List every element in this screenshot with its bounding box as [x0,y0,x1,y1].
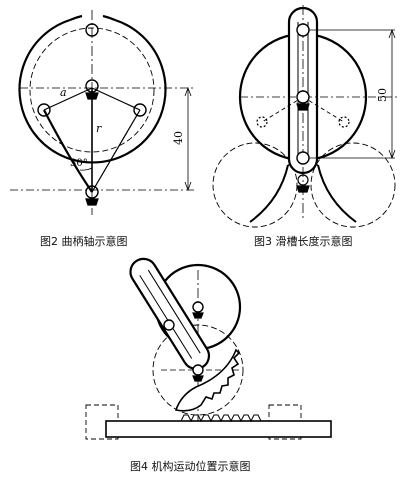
crank-shaft-diagram: a r 30° 40 [10,10,195,215]
label-r: r [96,122,102,135]
caption-fig3: 图3 滑槽长度示意图 [254,235,353,248]
mechanism-position-diagram [85,257,332,440]
caption-fig2: 图2 曲柄轴示意图 [40,235,128,248]
caption-fig4: 图4 机构运动位置示意图 [130,460,251,473]
slot-length-diagram: 50 [212,5,400,228]
dimension-50: 50 [376,88,389,102]
label-a: a [60,86,67,99]
label-angle: 30° [70,158,88,169]
dimension-40: 40 [172,131,185,145]
